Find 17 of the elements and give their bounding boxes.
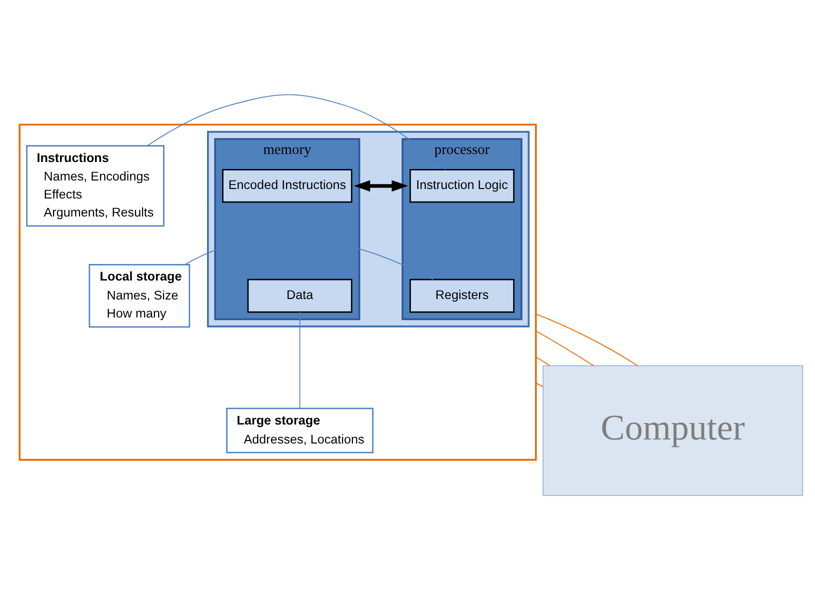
connector — [535, 314, 638, 366]
node-box: Encoded Instructions — [222, 169, 352, 203]
connector — [535, 330, 594, 366]
node-box: Local storage Names, Size How many — [88, 264, 190, 328]
node-box: Computer — [542, 365, 804, 496]
arrow — [354, 180, 408, 192]
node-box: Large storage Addresses, Locations — [226, 408, 374, 454]
cluster — [18, 124, 537, 461]
connector — [146, 94, 446, 170]
connector — [535, 356, 550, 366]
node-box: Instructions Names, Encodings Effects Arguments, Results — [26, 145, 164, 227]
node-box: Instruction Logic — [410, 169, 514, 203]
node-box: Registers — [410, 278, 514, 313]
connector — [299, 312, 300, 409]
cluster — [207, 130, 530, 328]
connector — [535, 382, 544, 388]
node-box: Data — [247, 278, 352, 313]
